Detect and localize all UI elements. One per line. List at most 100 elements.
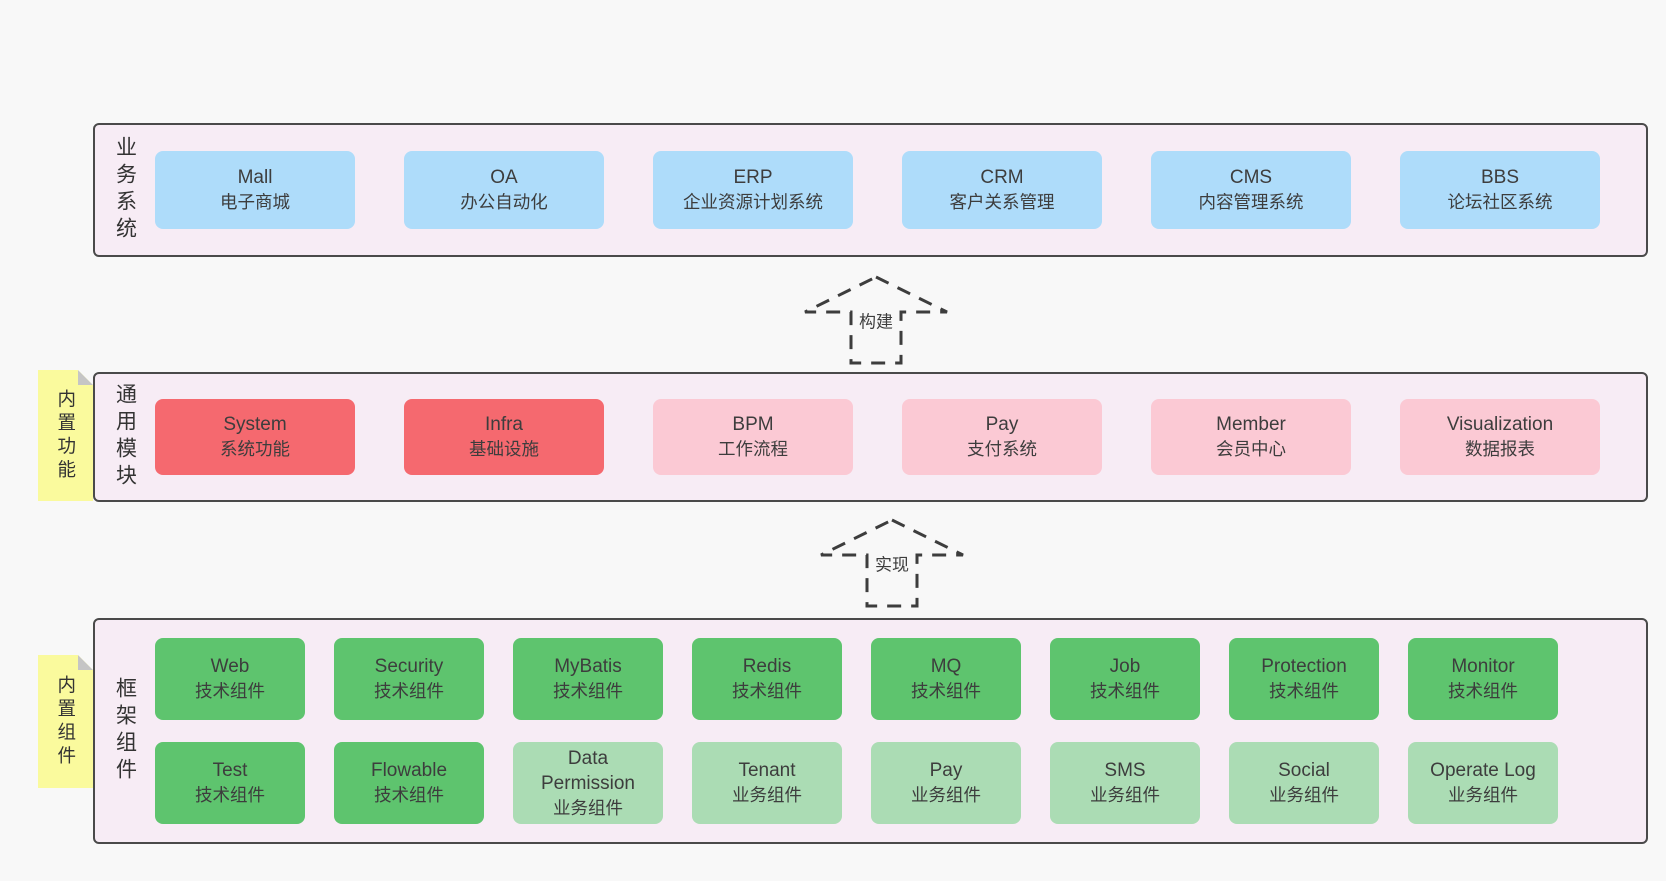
layer-label-column: 业务系统 bbox=[95, 125, 155, 255]
box-operate-log: Operate Log 业务组件 bbox=[1408, 742, 1558, 824]
box-name: Member bbox=[1216, 414, 1286, 436]
box-name: SMS bbox=[1104, 760, 1146, 782]
box-erp: ERP 企业资源计划系统 bbox=[653, 151, 853, 229]
box-desc: 技术组件 bbox=[195, 681, 265, 701]
arrow-implement-label: 实现 bbox=[870, 547, 914, 579]
box-web: Web 技术组件 bbox=[155, 638, 305, 720]
box-cms: CMS 内容管理系统 bbox=[1151, 151, 1351, 229]
box-desc: 技术组件 bbox=[1090, 681, 1160, 701]
box-pay: Pay 支付系统 bbox=[902, 399, 1102, 475]
box-mq: MQ 技术组件 bbox=[871, 638, 1021, 720]
box-name: Protection bbox=[1261, 656, 1347, 678]
box-flowable: Flowable 技术组件 bbox=[334, 742, 484, 824]
box-desc: 技术组件 bbox=[374, 785, 444, 805]
box-name: OA bbox=[490, 167, 518, 189]
arrow-implement: 实现 bbox=[817, 517, 967, 609]
box-desc: 业务组件 bbox=[1269, 785, 1339, 805]
box-name: Web bbox=[210, 656, 250, 678]
box-desc: 企业资源计划系统 bbox=[683, 192, 823, 212]
layer-common-modules: 通用模块 System 系统功能 Infra 基础设施 BPM 工作流程 Pay… bbox=[93, 372, 1648, 502]
box-name: Data Permission bbox=[541, 747, 635, 795]
box-desc: 技术组件 bbox=[195, 785, 265, 805]
box-desc: 工作流程 bbox=[718, 439, 788, 459]
modules-boxes-row: System 系统功能 Infra 基础设施 BPM 工作流程 Pay 支付系统… bbox=[155, 374, 1646, 500]
layer-label-column: 通用模块 bbox=[95, 374, 155, 500]
box-sms: SMS 业务组件 bbox=[1050, 742, 1200, 824]
box-name: Mall bbox=[237, 167, 273, 189]
box-name: BBS bbox=[1480, 167, 1520, 189]
box-name: CMS bbox=[1229, 167, 1273, 189]
box-name: System bbox=[223, 414, 287, 436]
box-protection: Protection 技术组件 bbox=[1229, 638, 1379, 720]
box-name: Visualization bbox=[1446, 414, 1554, 436]
box-desc: 技术组件 bbox=[553, 681, 623, 701]
box-desc: 电子商城 bbox=[220, 192, 290, 212]
components-row-2: Test 技术组件 Flowable 技术组件 Data Permission … bbox=[155, 742, 1558, 824]
box-name: MyBatis bbox=[554, 656, 622, 678]
box-name: Tenant bbox=[738, 760, 796, 782]
sticky-note-built-in-features: 内置功能 bbox=[38, 370, 93, 501]
box-mybatis: MyBatis 技术组件 bbox=[513, 638, 663, 720]
box-pay-component: Pay 业务组件 bbox=[871, 742, 1021, 824]
box-name: Social bbox=[1278, 760, 1330, 782]
box-desc: 技术组件 bbox=[374, 681, 444, 701]
box-desc: 客户关系管理 bbox=[949, 192, 1055, 212]
box-desc: 会员中心 bbox=[1216, 439, 1286, 459]
up-block-arrow-icon bbox=[804, 275, 948, 365]
box-name: Test bbox=[212, 760, 248, 782]
box-name: Security bbox=[374, 656, 444, 678]
box-desc: 内容管理系统 bbox=[1198, 192, 1304, 212]
layer-business-label: 业务系统 bbox=[113, 136, 137, 244]
box-desc: 基础设施 bbox=[469, 439, 539, 459]
box-monitor: Monitor 技术组件 bbox=[1408, 638, 1558, 720]
box-desc: 论坛社区系统 bbox=[1447, 192, 1553, 212]
box-member: Member 会员中心 bbox=[1151, 399, 1351, 475]
arrow-build: 构建 bbox=[801, 274, 951, 366]
box-name: Redis bbox=[742, 656, 792, 678]
components-rows: Web 技术组件 Security 技术组件 MyBatis 技术组件 Redi… bbox=[155, 620, 1646, 842]
box-name: Job bbox=[1109, 656, 1141, 678]
box-desc: 系统功能 bbox=[220, 439, 290, 459]
layer-modules-label: 通用模块 bbox=[113, 383, 137, 491]
box-job: Job 技术组件 bbox=[1050, 638, 1200, 720]
sticky-note-label: 内置功能 bbox=[55, 388, 77, 483]
box-desc: 业务组件 bbox=[553, 797, 623, 818]
box-name: BPM bbox=[732, 414, 774, 436]
box-name: MQ bbox=[930, 656, 962, 678]
arrow-build-label: 构建 bbox=[854, 304, 898, 336]
box-name: Operate Log bbox=[1430, 760, 1536, 782]
box-desc: 数据报表 bbox=[1465, 439, 1535, 459]
box-social: Social 业务组件 bbox=[1229, 742, 1379, 824]
box-name: Flowable bbox=[370, 760, 448, 782]
components-row-1: Web 技术组件 Security 技术组件 MyBatis 技术组件 Redi… bbox=[155, 638, 1558, 720]
business-boxes-row: Mall 电子商城 OA 办公自动化 ERP 企业资源计划系统 CRM 客户关系… bbox=[155, 125, 1646, 255]
box-bbs: BBS 论坛社区系统 bbox=[1400, 151, 1600, 229]
box-desc: 技术组件 bbox=[1448, 681, 1518, 701]
sticky-note-label: 内置组件 bbox=[55, 674, 77, 769]
box-name: CRM bbox=[980, 167, 1024, 189]
box-crm: CRM 客户关系管理 bbox=[902, 151, 1102, 229]
box-desc: 业务组件 bbox=[1090, 785, 1160, 805]
box-system: System 系统功能 bbox=[155, 399, 355, 475]
box-desc: 办公自动化 bbox=[460, 192, 548, 212]
box-tenant: Tenant 业务组件 bbox=[692, 742, 842, 824]
up-block-arrow-icon bbox=[820, 518, 964, 608]
layer-components-label: 框架组件 bbox=[113, 677, 137, 785]
box-redis: Redis 技术组件 bbox=[692, 638, 842, 720]
box-infra: Infra 基础设施 bbox=[404, 399, 604, 475]
layer-framework-components: 框架组件 Web 技术组件 Security 技术组件 MyBatis 技术组件… bbox=[93, 618, 1648, 844]
box-name: Monitor bbox=[1451, 656, 1515, 678]
box-desc: 业务组件 bbox=[1448, 785, 1518, 805]
box-test: Test 技术组件 bbox=[155, 742, 305, 824]
layer-label-column: 框架组件 bbox=[95, 620, 155, 842]
box-desc: 业务组件 bbox=[911, 785, 981, 805]
box-bpm: BPM 工作流程 bbox=[653, 399, 853, 475]
box-data-permission: Data Permission 业务组件 bbox=[513, 742, 663, 824]
box-desc: 业务组件 bbox=[732, 785, 802, 805]
box-desc: 技术组件 bbox=[732, 681, 802, 701]
box-desc: 支付系统 bbox=[967, 439, 1037, 459]
box-desc: 技术组件 bbox=[1269, 681, 1339, 701]
box-name: ERP bbox=[733, 167, 773, 189]
box-name: Pay bbox=[985, 414, 1019, 436]
layer-business-systems: 业务系统 Mall 电子商城 OA 办公自动化 ERP 企业资源计划系统 CRM… bbox=[93, 123, 1648, 257]
